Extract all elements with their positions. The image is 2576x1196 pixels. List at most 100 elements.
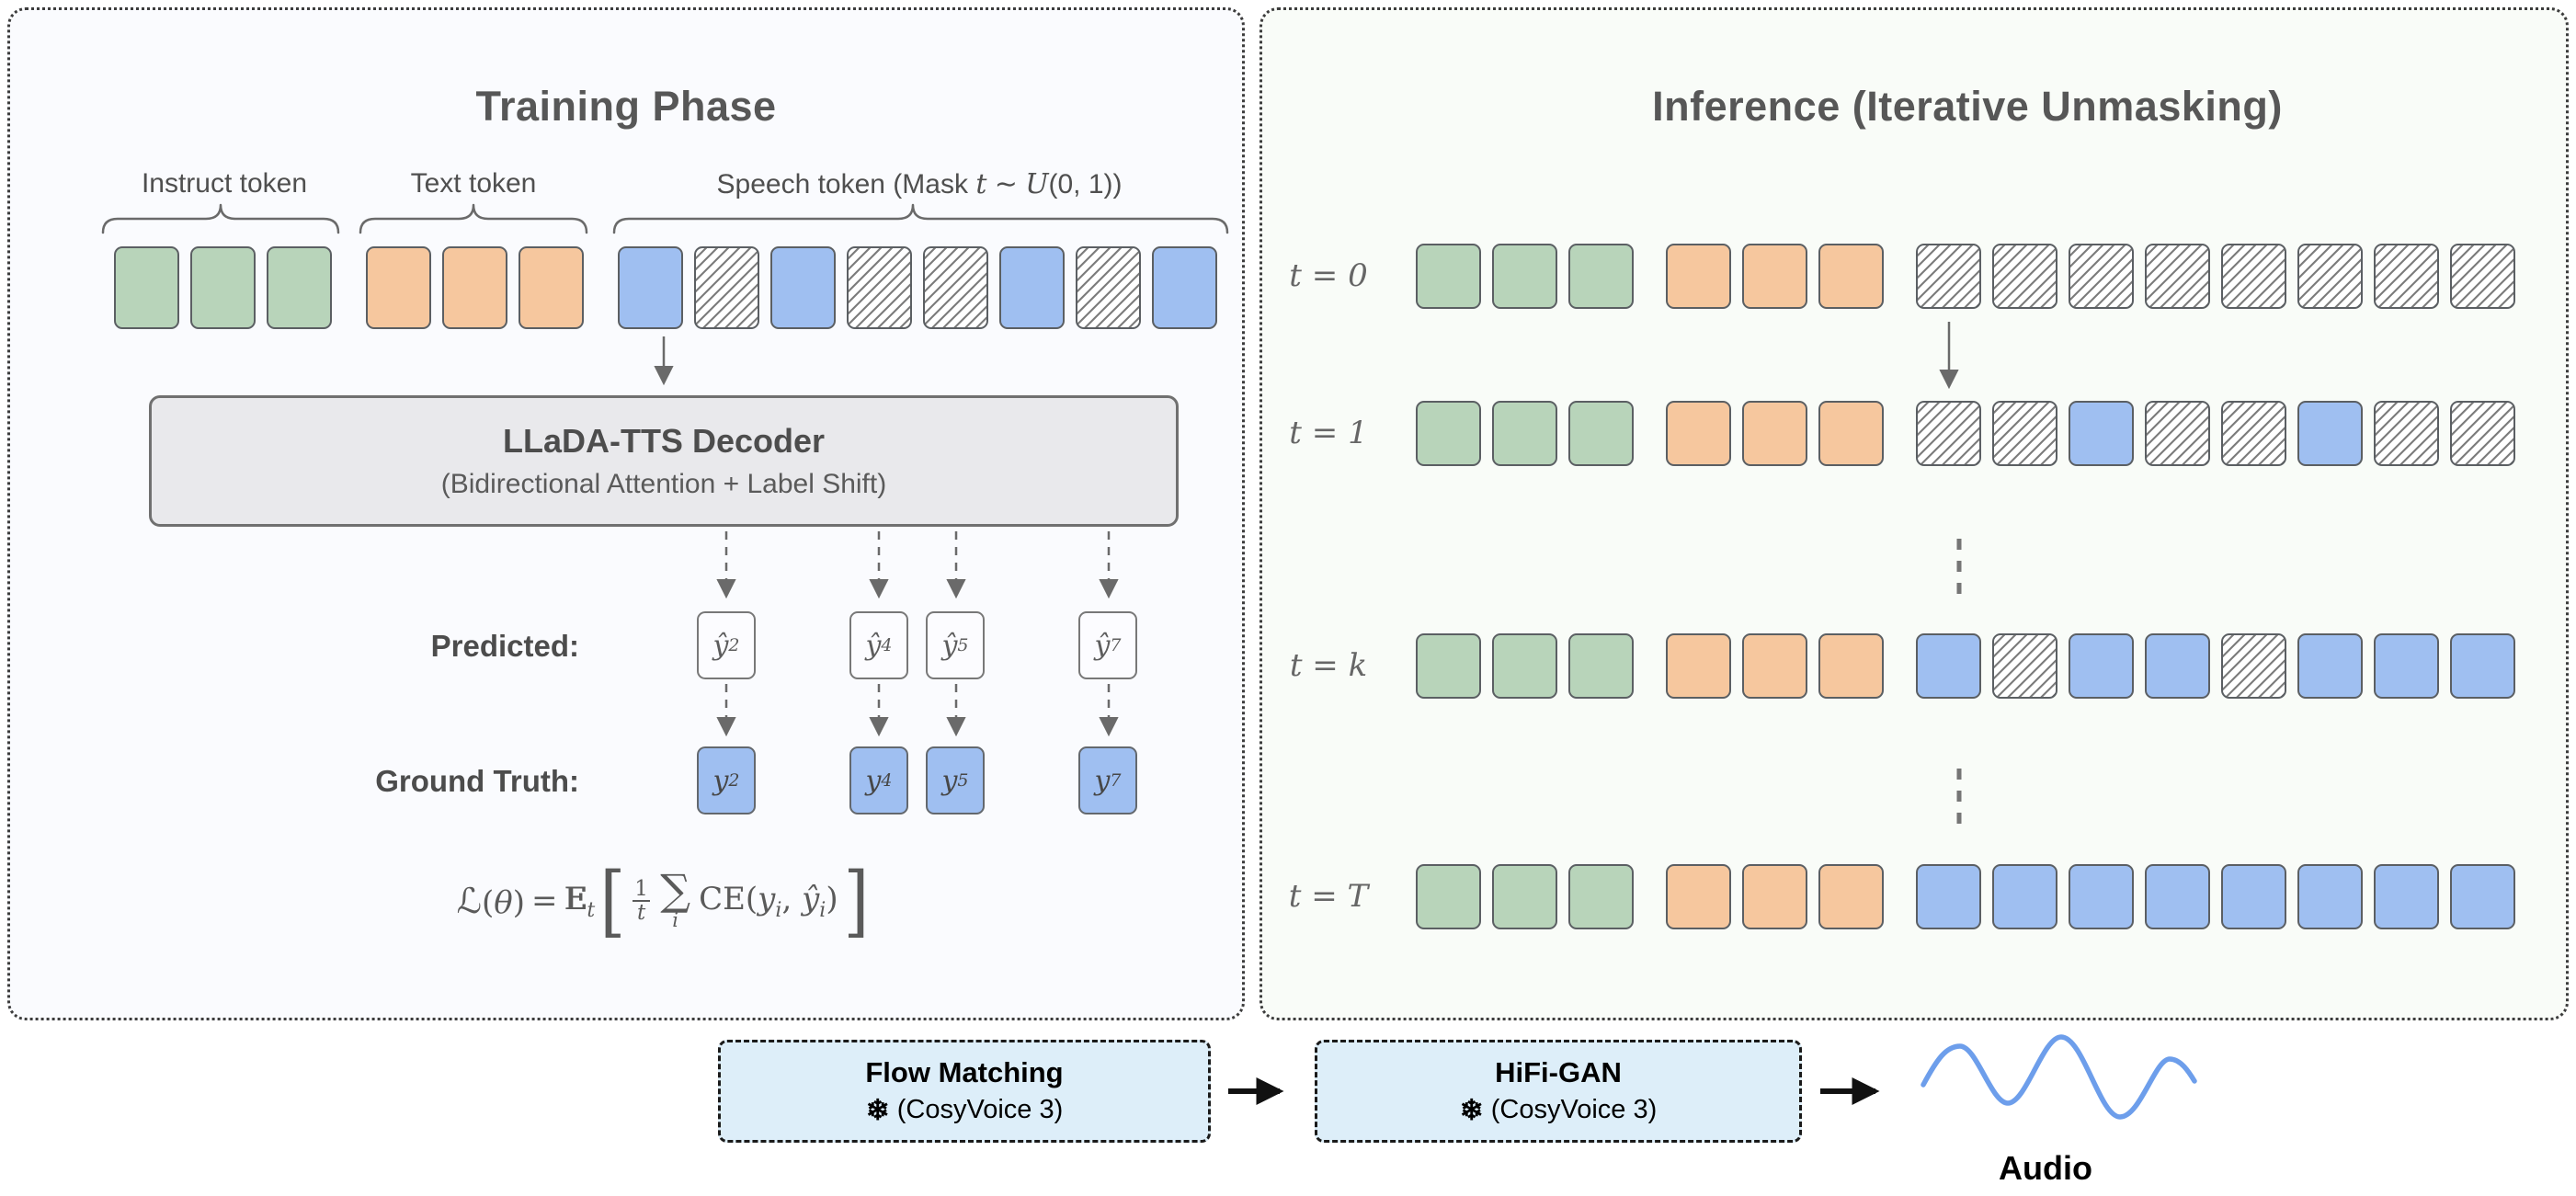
ground-truth-symbol: y (941, 764, 958, 797)
masked-token (2450, 401, 2515, 466)
hifi-gan-box: HiFi-GAN ❄(CosyVoice 3) (1315, 1040, 1802, 1143)
speech-token (1916, 633, 1981, 699)
inference-token-row-t1 (1416, 401, 2515, 466)
training-title: Training Phase (475, 83, 777, 130)
token-group (1416, 401, 1634, 466)
ground-truth-symbol: y (712, 764, 729, 797)
audio-waveform (1921, 1034, 2197, 1120)
speech-label-dist: U (1025, 168, 1049, 200)
text-token (1818, 401, 1884, 466)
text-token (1742, 633, 1807, 699)
ground-truth-symbol: y (865, 764, 882, 797)
hifi-gan-title: HiFi-GAN (1495, 1055, 1622, 1088)
token-group (1416, 244, 1634, 309)
speech-token (2374, 864, 2439, 929)
decoder-box: LLaDA-TTS Decoder (Bidirectional Attenti… (149, 395, 1179, 527)
text-token (1742, 244, 1807, 309)
formula-equals: = (531, 883, 558, 919)
token-group (1916, 633, 2515, 699)
masked-token (1916, 401, 1981, 466)
instruct-token (1416, 864, 1481, 929)
masked-token (1992, 244, 2057, 309)
formula-expectation: Et (564, 880, 596, 922)
speech-token (2374, 633, 2439, 699)
flow-matching-title: Flow Matching (865, 1055, 1064, 1088)
token-group (1666, 633, 1884, 699)
speech-token (2145, 633, 2210, 699)
speech-label-suffix: (0, 1)) (1048, 169, 1123, 199)
token-group (618, 246, 1217, 329)
token-group (1916, 244, 2515, 309)
flow-matching-source: (CosyVoice 3) (896, 1095, 1064, 1124)
token-group (1666, 244, 1884, 309)
speech-token (2069, 401, 2134, 466)
speech-token (2297, 401, 2363, 466)
instruct-token (190, 246, 256, 329)
speech-label-t: t (975, 168, 987, 200)
speech-token (2069, 633, 2134, 699)
timestep-label-tk: t = k (1289, 647, 1368, 684)
instruct-token-label: Instruct token (141, 168, 308, 199)
inference-token-row-tT (1416, 864, 2515, 929)
inference-panel (1260, 7, 2569, 1020)
text-token (1818, 633, 1884, 699)
decoder-subtitle: (Bidirectional Attention + Label Shift) (440, 469, 887, 499)
masked-token (1916, 244, 1981, 309)
instruct-token (1568, 401, 1634, 466)
token-group (1416, 633, 1634, 699)
timestep-label-t1: t = 1 (1289, 415, 1368, 451)
decoder-title: LLaDA-TTS Decoder (502, 422, 826, 460)
instruct-token (1568, 633, 1634, 699)
text-token (1742, 864, 1807, 929)
instruct-token (1416, 633, 1481, 699)
masked-token (2450, 244, 2515, 309)
freeze-icon: ❄ (865, 1093, 890, 1126)
instruct-token (1492, 633, 1557, 699)
text-token (1666, 401, 1731, 466)
masked-token (1992, 401, 2057, 466)
flow-matching-subtitle: ❄(CosyVoice 3) (866, 1094, 1064, 1127)
instruct-token (1568, 864, 1634, 929)
masked-token (2145, 244, 2210, 309)
token-group (114, 246, 332, 329)
predicted-label: Predicted: (430, 629, 579, 663)
masked-token (1076, 246, 1141, 329)
freeze-icon: ❄ (1459, 1093, 1484, 1126)
text-token (1666, 864, 1731, 929)
token-group (1666, 864, 1884, 929)
training-token-row (114, 246, 1217, 329)
text-token (1666, 244, 1731, 309)
text-token (1818, 244, 1884, 309)
speech-label-sim: ∼ (986, 169, 1026, 199)
speech-token (2297, 633, 2363, 699)
inference-token-row-tk (1416, 633, 2515, 699)
text-token (1818, 864, 1884, 929)
predicted-symbol: ŷ (865, 629, 882, 662)
hifi-gan-source: (CosyVoice 3) (1490, 1095, 1658, 1124)
masked-token (2374, 401, 2439, 466)
timestep-label-t0: t = 0 (1289, 257, 1368, 294)
hifi-gan-subtitle: ❄(CosyVoice 3) (1460, 1094, 1658, 1127)
token-group (1666, 401, 1884, 466)
speech-token (2450, 633, 2515, 699)
token-group (1416, 864, 1634, 929)
masked-token (923, 246, 988, 329)
timestep-label-tT: t = T (1288, 878, 1369, 915)
instruct-token (114, 246, 179, 329)
text-token (1742, 401, 1807, 466)
instruct-token (1492, 244, 1557, 309)
inference-title: Inference (Iterative Unmasking) (1652, 83, 2283, 130)
predicted-symbol: ŷ (1094, 629, 1111, 662)
text-token (519, 246, 584, 329)
formula-sum: ∑i (660, 865, 691, 931)
token-group (366, 246, 584, 329)
text-token (366, 246, 431, 329)
